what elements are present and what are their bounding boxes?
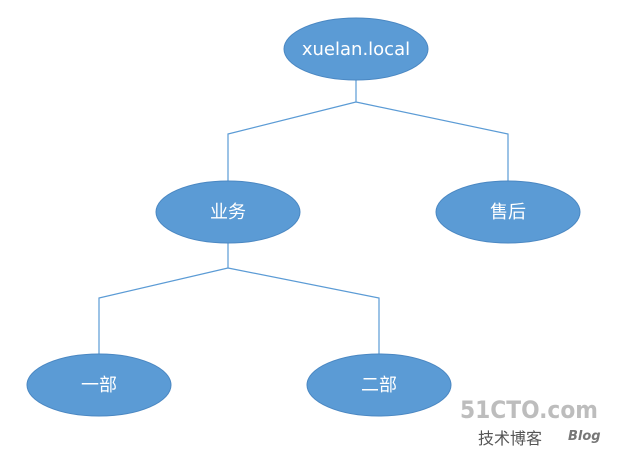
node-dept-one-label: 一部 [81,375,117,396]
node-dept-one: 一部 [26,353,172,417]
node-after-sales-label: 售后 [490,202,526,223]
node-business: 业务 [155,180,301,244]
watermark-brand: 51CTO.com [460,396,598,424]
node-after-sales: 售后 [435,180,581,244]
watermark-logo: 51CTO.com 技术博客 Blog [460,396,601,448]
connector-root-aftersales [355,101,509,185]
watermark-subtitle: 技术博客 [478,429,542,448]
watermark-blog: Blog [568,429,601,444]
connector-business-dept-one [98,240,229,357]
node-business-label: 业务 [210,202,246,223]
connector-business-dept-two [227,267,380,357]
node-dept-two-label: 二部 [361,375,397,396]
node-root: xuelan.local [283,17,429,81]
node-root-label: xuelan.local [302,39,410,60]
connector-root-business [227,80,357,185]
node-dept-two: 二部 [306,353,452,417]
